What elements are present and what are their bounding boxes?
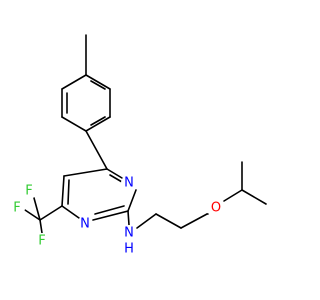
pyrimidine-bond-n3-c2: [127, 189, 137, 212]
atom-o-ether-background: [208, 200, 224, 216]
atom-f-top-background: [21, 183, 37, 199]
atom-f-bottom-label: F: [38, 234, 45, 249]
atom-n-ring-lower-background: [77, 216, 93, 232]
cf3-f-top: [33, 197, 41, 221]
ether-isopropyl-bond: [223, 189, 243, 202]
c6-cf3-bond: [39, 205, 63, 221]
molecule-structure-diagram: N N N H O F F F: [9, 34, 267, 257]
atom-o-ether-label: O: [211, 201, 221, 216]
pyrimidine-bond-c4-n3: [106, 168, 123, 179]
atom-n-ring-upper-background: [121, 175, 137, 191]
tolyl-ring-bond-4: [85, 116, 111, 132]
atom-f-top: F: [21, 183, 37, 199]
atom-h-amine-background: [122, 242, 136, 256]
atom-n-amine: N: [121, 225, 137, 241]
atom-f-left: F: [9, 200, 25, 216]
pyrimidine-double-c4-n3: [109, 174, 123, 183]
chain-bond-2: [180, 213, 208, 229]
pyrimidine-bond-c2-n1: [92, 210, 129, 221]
atom-n-ring-upper: N: [121, 175, 137, 191]
pyrimidine-double-c6-c5: [67, 179, 70, 205]
atom-n-ring-upper-label: N: [124, 176, 134, 191]
amine-ch2-bond: [136, 213, 157, 229]
pyrimidine-bond-c6-c5: [61, 175, 65, 207]
atom-f-left-label: F: [13, 201, 20, 216]
atom-o-ether: O: [208, 200, 224, 216]
cf3-f-left: [24, 209, 41, 221]
aryl-pyrimidine-bond: [85, 130, 108, 170]
bonds: [24, 34, 267, 234]
atom-h-amine-label: H: [124, 242, 134, 257]
atom-labels: N N N H O F F F: [9, 175, 224, 257]
tolyl-double-inner-2: [90, 116, 106, 126]
atom-f-bottom-background: [34, 233, 50, 249]
atom-f-left-background: [9, 200, 25, 216]
atom-f-top-label: F: [25, 184, 32, 199]
chain-bond-1: [155, 213, 182, 229]
cf3-f-bottom: [39, 219, 43, 234]
atom-n-ring-lower-label: N: [80, 217, 90, 232]
atom-n-amine-label: N: [124, 226, 134, 241]
c2-amine-bond: [127, 210, 130, 226]
atom-f-bottom: F: [34, 233, 50, 249]
tolyl-ring-bond-3: [61, 116, 87, 132]
pyrimidine-bond-c5-c4: [63, 168, 108, 177]
pyrimidine-bond-n1-c6: [61, 205, 80, 219]
tolyl-ring-bond-6: [85, 74, 111, 90]
atom-n-amine-background: [121, 225, 137, 241]
atom-h-amine: H: [122, 242, 136, 257]
pyrimidine-double-c2-n1: [94, 205, 125, 215]
atom-n-ring-lower: N: [77, 216, 93, 232]
tolyl-double-inner-3: [90, 80, 106, 90]
tolyl-ring-bond-1: [61, 74, 87, 90]
isopropyl-methyl-right: [241, 189, 267, 205]
